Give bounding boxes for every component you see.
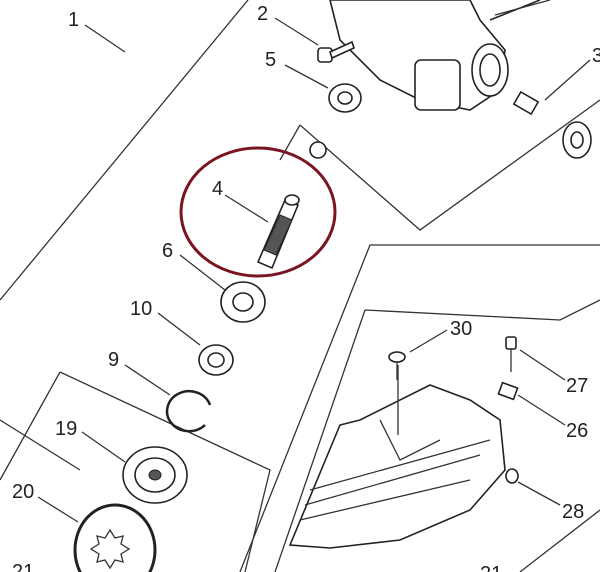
label-2: 2	[257, 3, 268, 25]
label-28: 28	[562, 501, 584, 523]
grass-guard	[288, 365, 506, 549]
part-19-cup	[122, 446, 188, 504]
label-27: 27	[566, 375, 588, 397]
part-30-screw	[388, 351, 406, 380]
part-27-bolt	[505, 336, 517, 372]
label-3: 3	[592, 45, 600, 67]
label-20: 20	[12, 481, 34, 503]
part-5-bearing	[328, 83, 362, 113]
label-26: 26	[566, 420, 588, 442]
part-26-nut	[497, 381, 519, 401]
part-6-bearing	[220, 281, 266, 323]
small-nut	[309, 141, 327, 159]
part-10-washer	[198, 344, 234, 376]
label-9: 9	[108, 349, 119, 371]
label-19: 19	[55, 418, 77, 440]
label-1: 1	[68, 9, 79, 31]
part-28-nut	[505, 468, 519, 484]
part-9-circlip	[165, 389, 212, 433]
label-21-b: 21	[480, 563, 502, 572]
part-4-pinion-shaft	[256, 194, 300, 270]
label-5: 5	[265, 49, 276, 71]
label-10: 10	[130, 298, 152, 320]
leader-lines	[37, 17, 591, 523]
gearbox-head	[329, 0, 551, 116]
label-21: 21	[12, 561, 34, 572]
label-6: 6	[162, 240, 173, 262]
label-30: 30	[450, 318, 472, 340]
label-4: 4	[212, 178, 223, 200]
part-2-screw	[317, 40, 355, 63]
bearing-right	[562, 121, 592, 159]
part-4-highlight-circle	[179, 146, 337, 278]
part-20-ring	[73, 503, 157, 572]
